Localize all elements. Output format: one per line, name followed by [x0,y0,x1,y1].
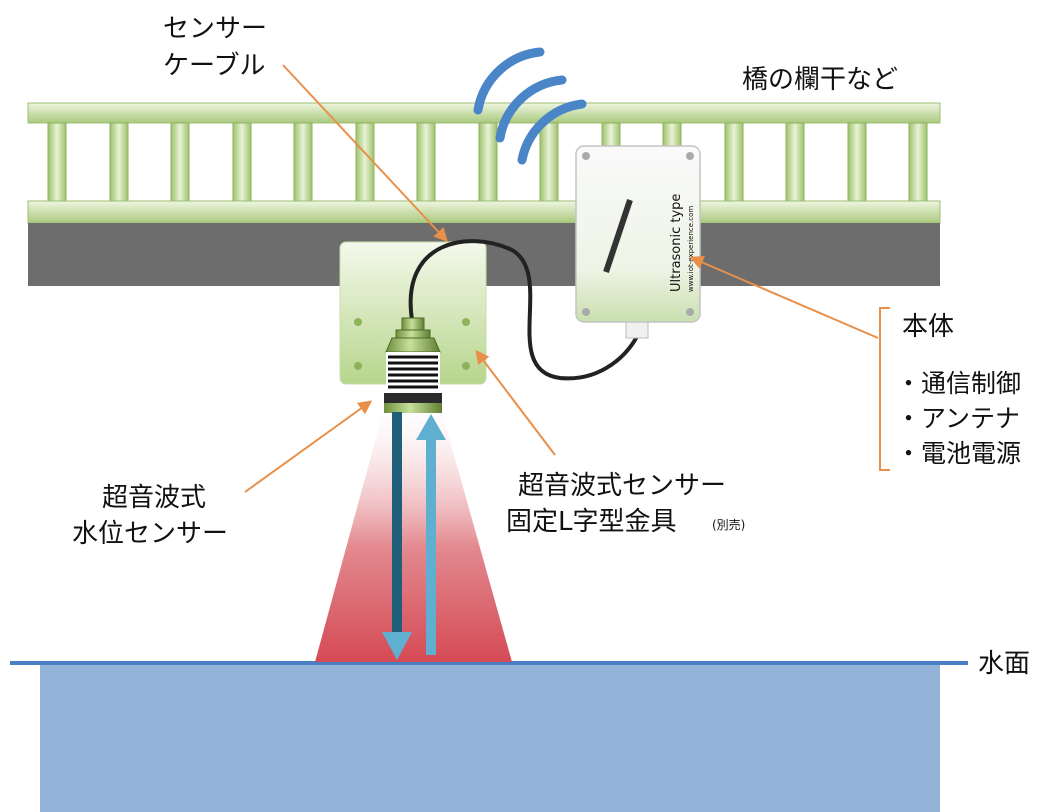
railing-top-bar [27,102,941,124]
echo-arrows [382,412,446,660]
sensor-cable [408,239,642,381]
label-bracket-note: (別売) [712,517,745,532]
label-bracket-2: 固定L字型金具 [506,507,677,537]
label-sensor-1: 超音波式 [102,483,206,513]
leader-sensor-cable [282,64,448,243]
device-brand-label: Ultrasonic type [669,194,684,292]
leader-sensor [244,400,373,493]
device-box-icon: Ultrasonic type www.iot-experience.com [575,145,701,339]
railing-post [109,122,129,202]
bracket-screws [354,318,470,370]
down-arrow-head [382,632,412,660]
label-body-item-3: ・電池電源 [896,439,1021,468]
railing-post [785,122,805,202]
railing-post [293,122,313,202]
water [10,661,968,812]
leader-lines [244,64,890,493]
railing-post [170,122,190,202]
leader-body [689,255,879,339]
railing-post [908,122,928,202]
label-body-title: 本体 [902,312,954,342]
railing-post [47,122,67,202]
railing-post [539,122,559,202]
cable-gland [625,321,649,339]
label-body-item-2: ・アンテナ [896,404,1020,433]
ultrasonic-sensor-icon [384,317,442,413]
railing-posts [47,122,928,202]
railing-post [355,122,375,202]
leader-bracket [475,349,556,456]
railing-post [478,122,498,202]
railing-bottom-bar [27,200,941,224]
wireless-signal-icon [473,47,587,165]
water-body [40,664,940,812]
railing-post [724,122,744,202]
label-sensor-cable-2: ケーブル [163,51,265,81]
label-sensor-2: 水位センサー [72,519,228,549]
label-body-item-1: ・通信制御 [896,369,1021,398]
body-bracket-line [879,307,890,471]
railing-post [847,122,867,202]
label-sensor-cable-1: センサー [163,14,267,44]
up-arrow-head [416,414,446,440]
device-housing [575,145,701,323]
ultrasonic-beam [315,405,512,662]
device-url-label: www.iot-experience.com [687,206,695,292]
label-railing: 橋の欄干など [742,65,898,95]
label-bracket-1: 超音波式センサー [518,471,726,501]
label-water-surface: 水面 [978,649,1030,679]
railing-post [416,122,436,202]
railing-post [232,122,252,202]
device-logo-slash [603,199,633,273]
